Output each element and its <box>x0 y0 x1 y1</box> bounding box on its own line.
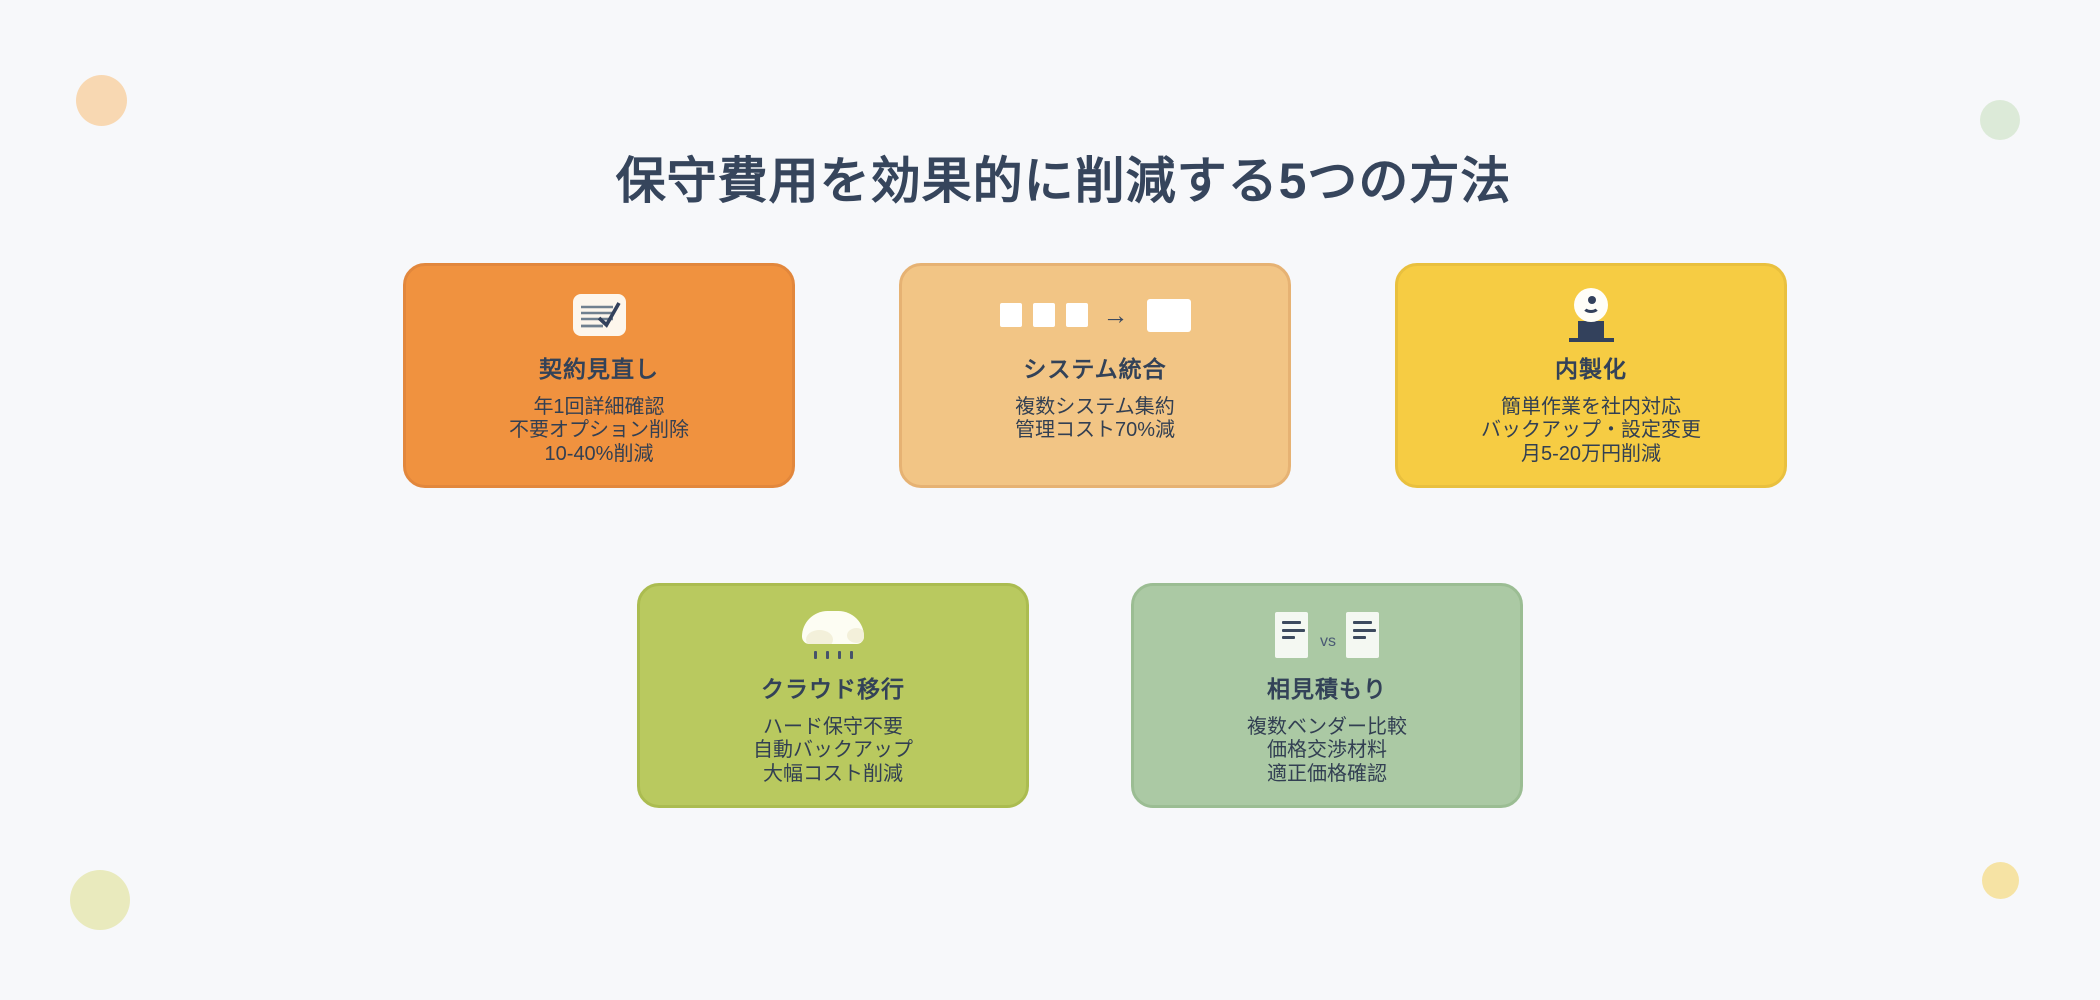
card-body: ハード保守不要 自動バックアップ 大幅コスト削減 <box>753 716 913 786</box>
card-body-line: 簡単作業を社内対応 <box>1501 396 1681 418</box>
document-icon <box>1346 612 1379 658</box>
card-competitive-quotes: vs 相見積もり 複数ベンダー比較 価格交渉材料 適正価格確認 <box>1131 583 1523 808</box>
cloud-shape <box>802 611 864 644</box>
vs-label: vs <box>1320 633 1336 650</box>
decorative-dot-bottom-left <box>70 870 130 930</box>
person-head <box>1574 288 1608 322</box>
rain-drops <box>809 651 857 659</box>
decorative-dot-bottom-right <box>1982 862 2019 899</box>
card-body: 複数ベンダー比較 価格交渉材料 適正価格確認 <box>1247 716 1407 786</box>
card-title: 相見積もり <box>1267 676 1387 702</box>
person-eye <box>1588 296 1596 304</box>
card-body-line: 年1回詳細確認 <box>533 396 665 418</box>
card-cloud-migration: クラウド移行 ハード保守不要 自動バックアップ 大幅コスト削減 <box>637 583 1029 808</box>
person-body <box>1578 321 1604 338</box>
card-contract-review: 契約見直し 年1回詳細確認 不要オプション削除 10-40%削減 <box>403 263 795 488</box>
card-icon-box <box>572 282 626 348</box>
decorative-dot-top-right <box>1980 100 2020 140</box>
card-body-line: 管理コスト70%減 <box>1014 419 1176 442</box>
card-system-integration: → システム統合 複数システム集約 管理コスト70%減 <box>899 263 1291 488</box>
card-body-line: 適正価格確認 <box>1267 762 1387 785</box>
person-smile <box>1582 299 1600 313</box>
small-square-icon <box>1065 303 1088 327</box>
person-icon <box>1568 288 1614 342</box>
documents-versus-icon: vs <box>1275 612 1379 658</box>
card-body-line: 大幅コスト削減 <box>763 762 903 785</box>
card-icon-box <box>802 602 864 668</box>
large-square-icon <box>1146 298 1191 332</box>
card-body-line: バックアップ・設定変更 <box>1481 419 1701 442</box>
card-icon-box <box>1568 282 1614 348</box>
card-icon-box: vs <box>1275 602 1379 668</box>
arrow-right-icon: → <box>1102 300 1129 330</box>
document-checklist-icon <box>572 294 626 336</box>
decorative-dot-top-left <box>76 75 127 126</box>
card-title: 契約見直し <box>539 356 659 382</box>
small-square-icon <box>999 303 1022 327</box>
cloud-rain-icon <box>802 611 864 659</box>
card-body: 複数システム集約 管理コスト70%減 <box>1015 396 1175 443</box>
card-body-line: 複数システム集約 <box>1015 396 1175 418</box>
small-square-icon <box>1032 303 1055 327</box>
card-body-line: 月5-20万円削減 <box>1520 442 1662 465</box>
squares-merge-icon: → <box>999 298 1191 332</box>
card-icon-box: → <box>999 282 1191 348</box>
card-body-line: 不要オプション削除 <box>509 419 689 442</box>
card-body: 年1回詳細確認 不要オプション削除 10-40%削減 <box>509 396 689 466</box>
card-body-line: 価格交渉材料 <box>1267 739 1387 762</box>
page-title: 保守費用を効果的に削減する5つの方法 <box>615 152 1512 209</box>
card-body: 簡単作業を社内対応 バックアップ・設定変更 月5-20万円削減 <box>1481 396 1701 466</box>
card-title: 内製化 <box>1555 356 1627 382</box>
card-insourcing: 内製化 簡単作業を社内対応 バックアップ・設定変更 月5-20万円削減 <box>1395 263 1787 488</box>
document-icon <box>1275 612 1308 658</box>
card-body-line: ハード保守不要 <box>763 716 903 738</box>
card-body-line: 10-40%削減 <box>544 442 654 465</box>
card-body-line: 自動バックアップ <box>753 739 913 762</box>
card-title: システム統合 <box>1023 356 1167 382</box>
card-body-line: 複数ベンダー比較 <box>1247 716 1407 738</box>
card-title: クラウド移行 <box>761 676 905 702</box>
person-base <box>1568 338 1614 342</box>
